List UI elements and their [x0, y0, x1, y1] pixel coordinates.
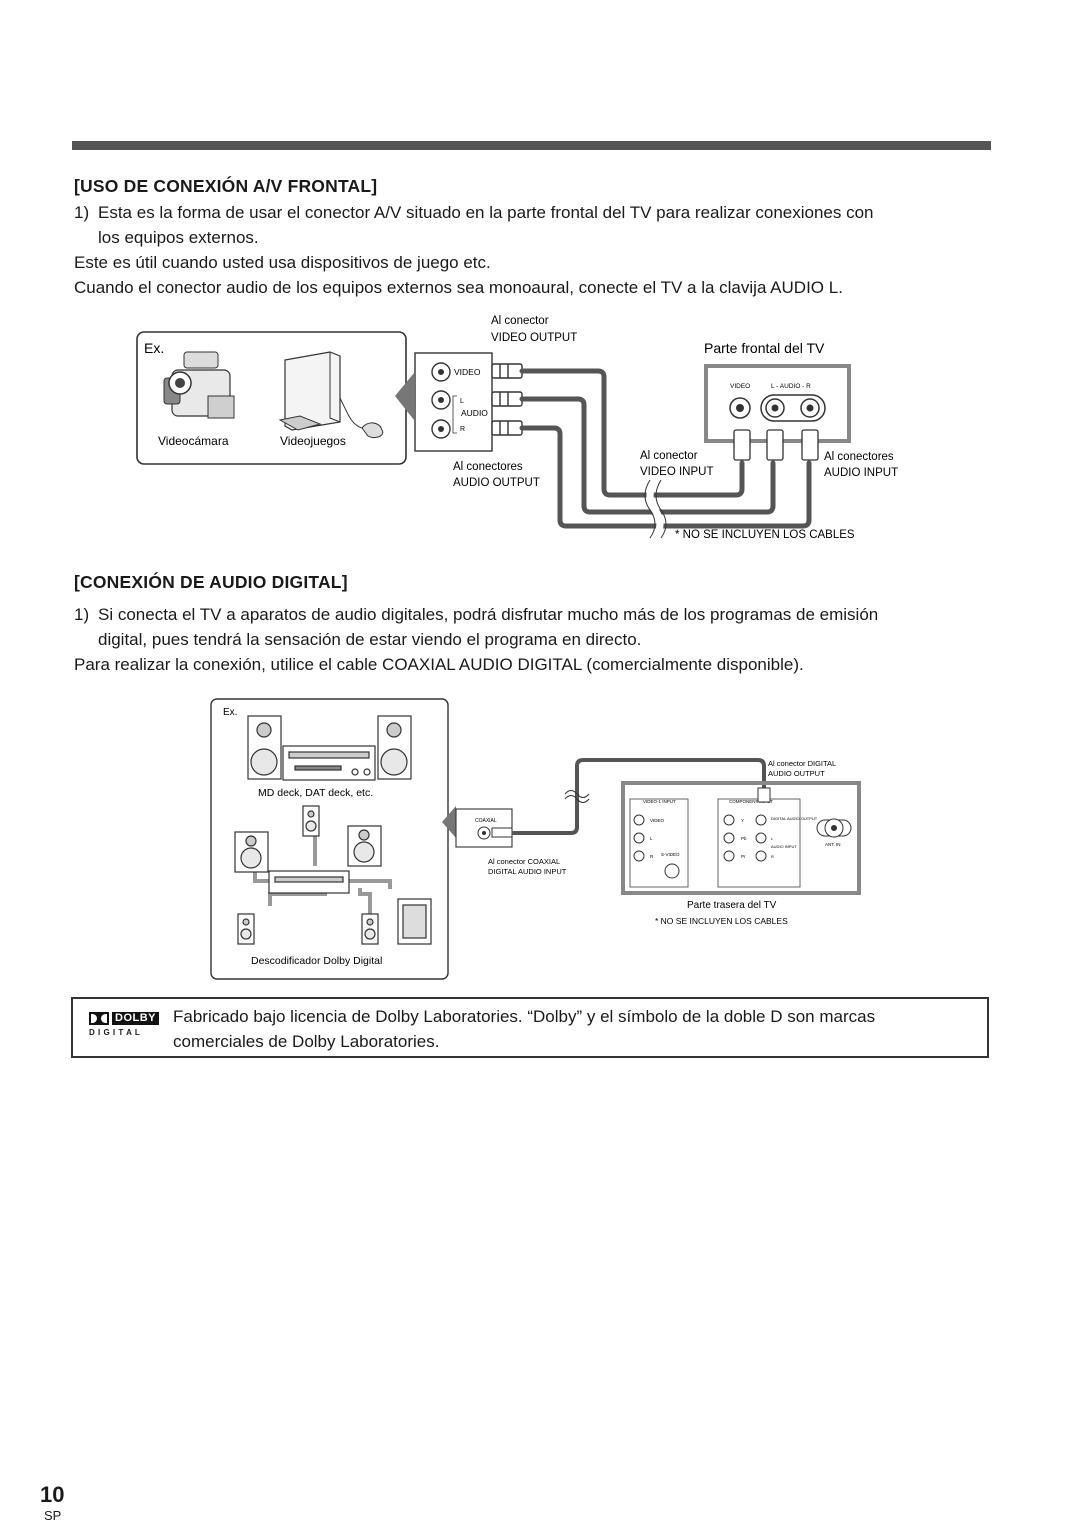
- audio-digital-connection-diagram: Ex. MD deck, DAT deck, etc. Descodificad…: [210, 698, 861, 980]
- digital-plug-icon: [757, 787, 771, 803]
- camcorder-label: Videocámara: [158, 434, 229, 448]
- audio-output-label-1: Al conectores: [453, 461, 523, 473]
- arrow-left-icon: [395, 373, 414, 420]
- coaxial-plug-icon: [491, 827, 513, 838]
- md-deck-label: MD deck, DAT deck, etc.: [258, 787, 373, 799]
- game-label: Videojuegos: [280, 434, 346, 448]
- coaxial-jack-icon: [477, 826, 491, 840]
- video-output-label-1: Al conector: [491, 315, 549, 327]
- jack-video-icon: [431, 362, 451, 382]
- tv-plugs-icon: [733, 429, 819, 461]
- cables-not-included-note: * NO SE INCLUYEN LOS CABLES: [675, 529, 855, 541]
- rca-plugs-icon: [491, 363, 523, 436]
- dolby-logo-word: DOLBY: [112, 1012, 159, 1025]
- ex-label: Ex.: [144, 340, 164, 356]
- tv-front-jacks-icon: [729, 394, 826, 422]
- video1-l-label: L: [650, 836, 653, 841]
- tv-rear-panel: [621, 781, 861, 895]
- language-code: SP: [44, 1508, 62, 1523]
- component-l-label: L: [771, 836, 774, 841]
- video1-jacks-icon: [633, 814, 680, 879]
- dolby-digital-logo: DOLBY D I G I T A L: [89, 1012, 173, 1037]
- coaxial-cable: [512, 758, 766, 835]
- jack-l-icon: [431, 390, 451, 410]
- jack-l-label: L: [460, 398, 464, 405]
- jack-r-label: R: [460, 426, 465, 433]
- component-pb-label: Pb: [741, 836, 747, 841]
- tv-rear-label: Parte trasera del TV: [687, 900, 777, 911]
- section2-item-1: 1) Si conecta el TV a aparatos de audio d…: [74, 603, 878, 627]
- component-jacks-icon: [723, 814, 767, 862]
- antenna-jack-icon: [816, 818, 852, 838]
- page-number: 10: [40, 1482, 65, 1507]
- example-audio-box: [210, 698, 449, 980]
- video-input-label-1: Al conector: [640, 450, 698, 462]
- item-text-line1: Esta es la forma de usar el conector A/V…: [98, 203, 874, 222]
- digital-output-label-1: Al conector DIGITAL: [768, 759, 836, 768]
- dolby-notice-box: DOLBY D I G I T A L Fabricado bajo licen…: [71, 997, 989, 1058]
- audio-output-label-2: AUDIO OUTPUT: [453, 477, 540, 489]
- component-input-label: COMPONENT INPUT: [729, 799, 773, 804]
- component-r-label: R: [771, 854, 774, 859]
- component-y-label: Y: [741, 818, 744, 823]
- cable-break-mark: [646, 478, 664, 541]
- item-text-line1: Si conecta el TV a aparatos de audio dig…: [98, 605, 879, 624]
- video1-input-label: VIDEO-1 INPUT: [643, 799, 676, 804]
- section-title-av-frontal: [USO DE CONEXIÓN A/V FRONTAL]: [74, 176, 378, 196]
- section2-paragraph-1: Para realizar la conexión, utilice el ca…: [74, 655, 804, 674]
- video-input-label-2: VIDEO INPUT: [640, 466, 713, 478]
- section1-paragraph-2: Cuando el conector audio de los equipos …: [74, 278, 843, 297]
- md-deck-system-icon: [247, 715, 412, 781]
- camcorder-icon: [163, 351, 235, 419]
- section-title-audio-digital: [CONEXIÓN DE AUDIO DIGITAL]: [74, 572, 348, 592]
- jack-r-icon: [431, 419, 451, 439]
- component-audio-input-label: AUDIO INPUT: [771, 844, 797, 849]
- audio-input-label-1: Al conectores: [824, 451, 894, 463]
- double-d-icon: [89, 1012, 109, 1025]
- dolby-notice-line2: comerciales de Dolby Laboratories.: [173, 1032, 440, 1051]
- av-cables: [519, 368, 812, 529]
- jack-audio-label: AUDIO: [461, 408, 488, 418]
- section1-item-1-cont: los equipos externos.: [98, 228, 259, 247]
- digital-output-label-2: AUDIO OUTPUT: [768, 769, 825, 778]
- decoder-label: Descodificador Dolby Digital: [251, 955, 382, 967]
- svideo-label: S-VIDEO: [661, 852, 680, 857]
- dolby-logo-digital: D I G I T A L: [89, 1028, 141, 1037]
- digital-audio-output-label: DIGITAL AUDIO OUTPUT: [771, 816, 818, 821]
- component-pr-label: Pr: [741, 854, 746, 859]
- video-output-label-2: VIDEO OUTPUT: [491, 332, 577, 344]
- coaxial-input-label-2: DIGITAL AUDIO INPUT: [488, 867, 567, 876]
- audio-input-label-2: AUDIO INPUT: [824, 467, 898, 479]
- item-number: 1): [74, 203, 90, 222]
- section1-paragraph-1: Este es útil cuando usted usa dispositiv…: [74, 253, 491, 272]
- surround-decoder-system-icon: [234, 805, 432, 945]
- coaxial-label: COAXIAL: [475, 818, 497, 824]
- coaxial-input-label-1: Al conector COAXIAL: [488, 857, 560, 866]
- cables-not-included-note: * NO SE INCLUYEN LOS CABLES: [655, 916, 788, 926]
- section1-item-1: 1) Esta es la forma de usar el conector A…: [74, 201, 874, 225]
- tv-front-label: Parte frontal del TV: [704, 340, 825, 356]
- ex-label: Ex.: [223, 707, 237, 718]
- ant-in-label: ANT. IN: [825, 842, 841, 847]
- top-rule: [72, 141, 991, 150]
- dolby-notice-line1: Fabricado bajo licencia de Dolby Laborat…: [173, 1007, 876, 1026]
- av-front-connection-diagram: Ex. Videocámara Videojuegos VIDEO L AUDI…: [136, 315, 898, 541]
- tv-audio-label: L - AUDIO - R: [771, 383, 811, 390]
- section2-item-1-cont: digital, pues tendrá la sensación de est…: [98, 630, 642, 649]
- tv-video-label: VIDEO: [730, 383, 750, 390]
- video1-video-label: VIDEO: [650, 818, 665, 823]
- video1-r-label: R: [650, 854, 654, 859]
- game-console-icon: [278, 351, 384, 439]
- item-number: 1): [74, 605, 90, 624]
- arrow-left-icon: [442, 806, 456, 838]
- jack-video-label: VIDEO: [454, 367, 481, 377]
